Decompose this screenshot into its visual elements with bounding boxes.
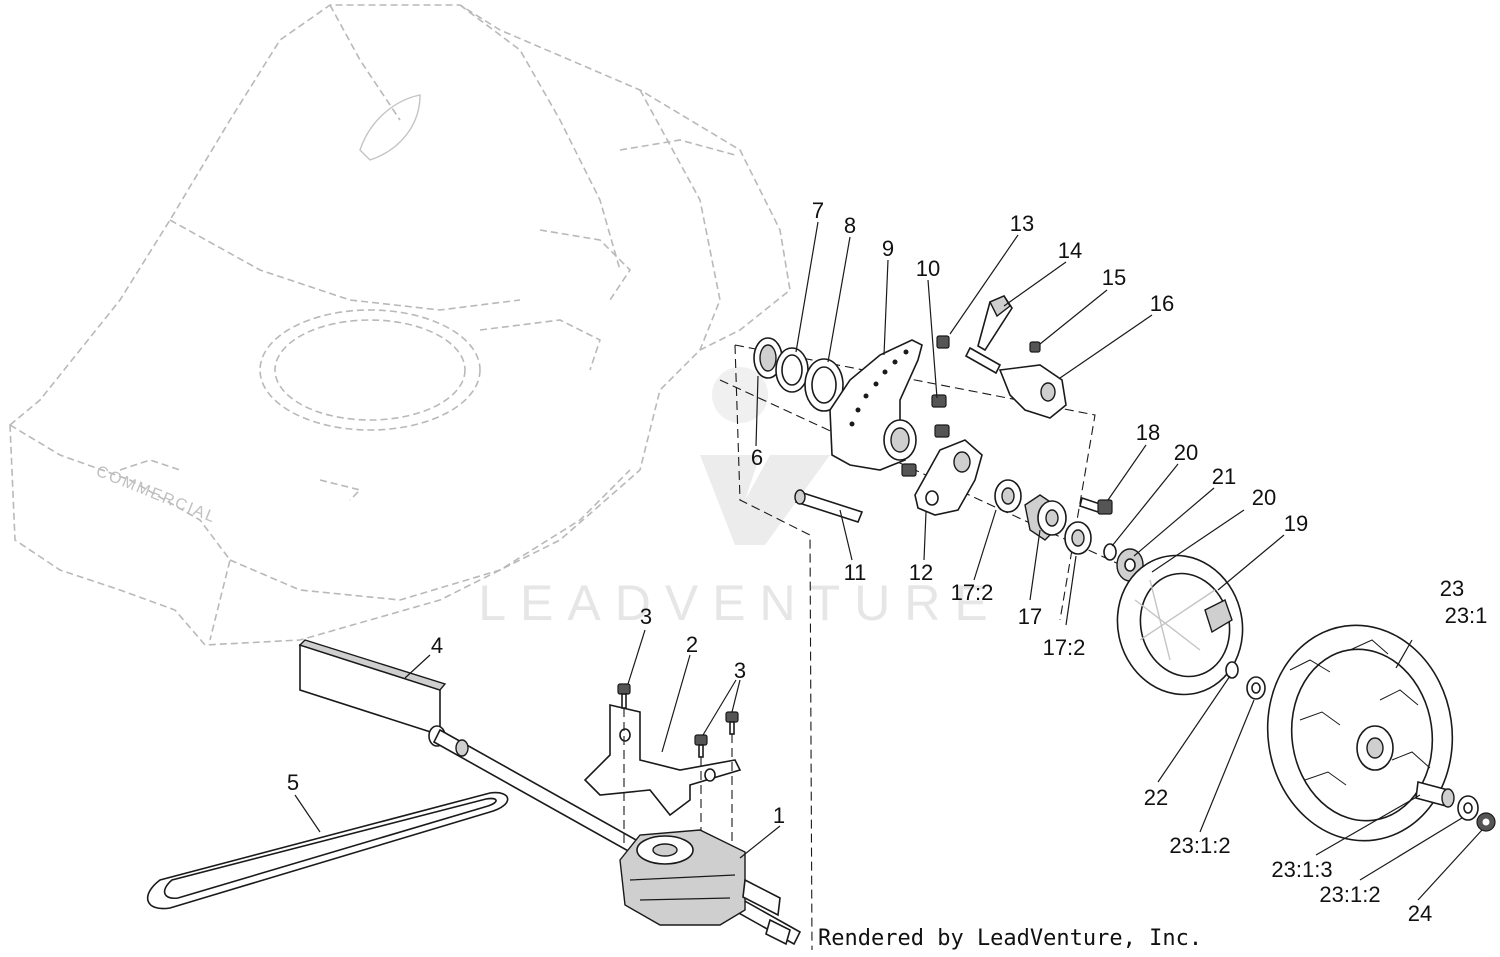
- washer-part-23-1-2-front: [1246, 676, 1266, 700]
- callout-4: 4: [431, 633, 443, 658]
- render-credit: Rendered by LeadVenture, Inc.: [818, 926, 1202, 951]
- callout-23-1-3: 23:1:3: [1271, 857, 1332, 882]
- pivot-pin-part-11: [794, 489, 864, 523]
- callout-11: 11: [844, 560, 867, 585]
- callout-2: 2: [686, 632, 698, 657]
- shield-part-4: [298, 639, 447, 747]
- callout-20-b: 20: [1252, 485, 1276, 510]
- callout-6: 6: [751, 445, 763, 470]
- callout-labels: 1 2 3 3 4 5 6 7 8 9 10 11 12 13 14 15 16…: [287, 198, 1488, 926]
- leader-lines: [294, 221, 1483, 901]
- washer-part-20-a: [1103, 543, 1117, 561]
- deck-brand: COMMERCIAL: [94, 463, 219, 527]
- callout-15: 15: [1102, 265, 1126, 290]
- callout-21: 21: [1212, 464, 1236, 489]
- leadventure-watermark: LEADVENTURE: [478, 367, 1002, 631]
- callout-5: 5: [287, 770, 299, 795]
- pinion-gear-part-17: [1024, 494, 1067, 541]
- watermark-text: LEADVENTURE: [478, 575, 1002, 631]
- bushing-part-17-2-front: [994, 479, 1022, 513]
- callout-7: 7: [812, 198, 824, 223]
- callout-1: 1: [773, 803, 785, 828]
- wheel-part-23: [1266, 624, 1454, 842]
- callout-17-2-a: 17:2: [951, 580, 994, 605]
- callout-18: 18: [1136, 420, 1160, 445]
- callout-14: 14: [1058, 238, 1082, 263]
- ring-part-7: [775, 347, 809, 393]
- callout-24: 24: [1408, 901, 1432, 926]
- pivot-bracket-part-12: [914, 439, 983, 516]
- bracket-part-2: [583, 703, 742, 817]
- screw-part-15: [1029, 341, 1041, 353]
- nut-part-24: [1476, 812, 1496, 832]
- callout-17: 17: [1018, 604, 1042, 629]
- callout-19: 19: [1284, 511, 1308, 536]
- lever-part-14: [964, 295, 1013, 375]
- axle-bushing-part-23-1-3: [1415, 780, 1455, 808]
- callout-9: 9: [882, 236, 894, 261]
- wheel-cover-part-19: [1116, 554, 1244, 696]
- washer-part-8: [804, 358, 844, 412]
- mower-deck-ghost: COMMERCIAL: [9, 4, 791, 646]
- lever-arm-part-16: [998, 364, 1067, 419]
- belt-part-5: [146, 791, 509, 910]
- washer-part-23-1-2-rear: [1457, 795, 1479, 821]
- callout-22: 22: [1144, 785, 1168, 810]
- washer-part-22: [1225, 661, 1239, 679]
- screws-part-3: [617, 683, 739, 850]
- callout-23-1-2-b: 23:1:2: [1319, 882, 1380, 907]
- callout-10: 10: [916, 256, 940, 281]
- callout-17-2-b: 17:2: [1043, 635, 1086, 660]
- bushing-part-17-2-rear: [1064, 521, 1092, 555]
- transmission-part-1: [619, 829, 791, 946]
- callout-3-a: 3: [640, 604, 652, 629]
- callout-23: 23: [1440, 576, 1464, 601]
- callout-3-b: 3: [734, 658, 746, 683]
- callout-23-1: 23:1: [1445, 603, 1488, 628]
- height-plate-part-9: [829, 339, 923, 471]
- callout-8: 8: [844, 213, 856, 238]
- callout-23-1-2-a: 23:1:2: [1169, 833, 1230, 858]
- bolts-part-10: [901, 394, 950, 477]
- callout-20-a: 20: [1174, 440, 1198, 465]
- callout-13: 13: [1010, 211, 1034, 236]
- callout-12: 12: [909, 560, 933, 585]
- bolt-part-18: [1079, 496, 1113, 515]
- nut-part-13: [936, 335, 950, 349]
- callout-16: 16: [1150, 291, 1174, 316]
